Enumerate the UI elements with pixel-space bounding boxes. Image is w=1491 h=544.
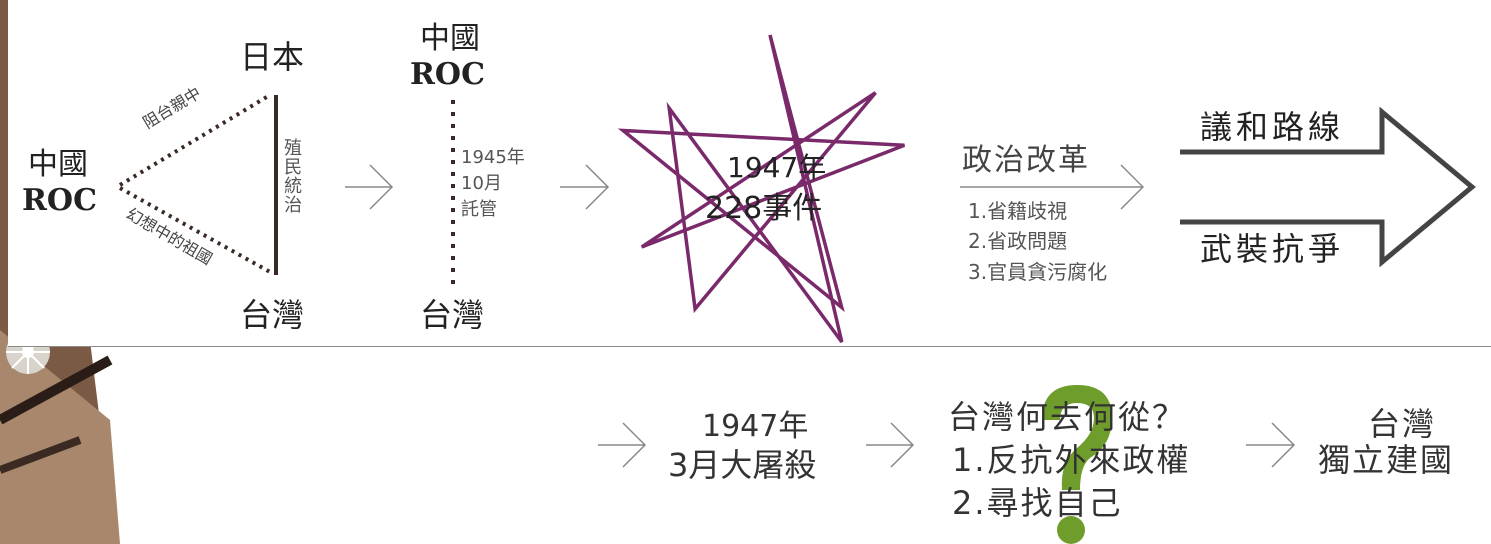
route-peace: 議和路線 (1200, 108, 1345, 146)
question-title: 台灣何去何從？ (948, 398, 1187, 436)
note-1945: 1945年 (461, 147, 525, 168)
reform-title: 政治改革 (962, 143, 1090, 178)
roc-label-stage2: ROC (410, 57, 485, 92)
china-label: 中國 (28, 147, 88, 182)
arrow-icon (866, 422, 915, 468)
china-label-stage2: 中國 (420, 21, 480, 56)
event-year: 1947年 (727, 151, 827, 184)
option-2: 2.尋找自己 (952, 484, 1123, 522)
question-mark-icon (1042, 385, 1112, 544)
note-trusteeship: 託管 (461, 199, 497, 220)
arrow-icon (1246, 422, 1296, 468)
massacre-label: 3月大屠殺 (668, 446, 817, 484)
colonial-rule-label: 殖民統治 (281, 138, 303, 214)
taiwan-label: 台灣 (240, 296, 305, 334)
route-armed: 武裝抗爭 (1200, 230, 1345, 268)
big-arrow-icon (1180, 106, 1476, 268)
event-name: 228事件 (705, 191, 823, 226)
note-october: 10月 (461, 173, 502, 194)
star-icon (617, 34, 906, 344)
top-diagram-panel (8, 0, 1491, 347)
arrow-icon (345, 164, 394, 210)
taiwan-label-stage2: 台灣 (420, 296, 485, 334)
massacre-year: 1947年 (702, 409, 809, 444)
dotted-line-upper (118, 93, 272, 187)
arrow-icon (598, 422, 647, 468)
reform-item-1: 1.省籍歧視 (968, 199, 1068, 223)
japan-label: 日本 (240, 38, 305, 76)
arrow-icon (960, 164, 1145, 210)
option-1: 1.反抗外來政權 (952, 441, 1191, 479)
arrow-icon (560, 164, 610, 210)
result-line-2: 獨立建國 (1318, 441, 1455, 479)
reform-item-2: 2.省政問題 (968, 229, 1068, 253)
roc-label: ROC (22, 183, 97, 218)
reform-item-3: 3.官員貪污腐化 (968, 260, 1108, 284)
result-line-1: 台灣 (1368, 405, 1437, 443)
